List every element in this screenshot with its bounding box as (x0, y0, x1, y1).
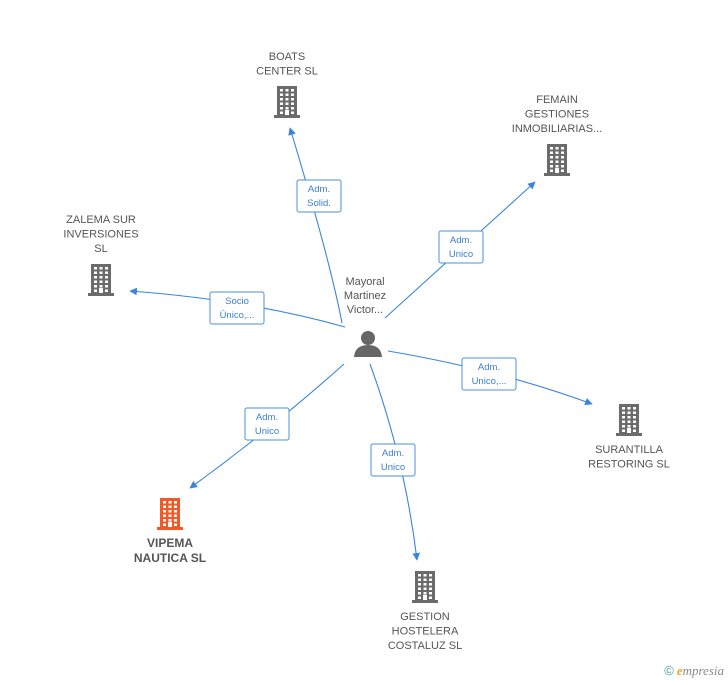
relation-label-gestion[interactable]: Adm. Unico (370, 443, 416, 477)
relation-text: Adm. (256, 412, 278, 423)
person-icon (354, 331, 382, 357)
company-label: BOATS (269, 51, 305, 63)
company-label: INMOBILIARIAS... (512, 123, 602, 135)
building-icon (544, 144, 570, 176)
company-node-boats[interactable]: BOATS CENTER SL (256, 51, 318, 118)
person-label: Mayoral (345, 276, 384, 288)
company-label: SURANTILLA (595, 444, 664, 456)
relation-text: Adm. (308, 184, 330, 195)
relation-box (370, 443, 416, 477)
relation-box (461, 357, 517, 391)
relation-text: Unico,... (472, 376, 507, 387)
edge-to-boats (288, 127, 343, 324)
company-node-zalema[interactable]: ZALEMA SUR INVERSIONES SL (63, 214, 139, 296)
relation-box (209, 291, 265, 325)
company-label: FEMAIN (536, 94, 578, 106)
company-label: NAUTICA SL (134, 551, 206, 565)
relation-label-boats[interactable]: Adm. Solid. (296, 179, 342, 213)
company-label: HOSTELERA (392, 626, 459, 638)
relation-text: Único,... (220, 310, 255, 321)
building-icon (274, 86, 300, 118)
relation-text: Unico (255, 426, 279, 437)
relation-label-femain[interactable]: Adm. Unico (438, 230, 484, 264)
relation-text: Unico (449, 249, 473, 260)
company-label: RESTORING SL (588, 459, 670, 471)
company-label: GESTION (400, 611, 450, 623)
person-label: Victor... (347, 304, 383, 316)
relation-text: Adm. (382, 448, 404, 459)
brand-footer: ©empresia (664, 663, 724, 679)
building-icon (412, 571, 438, 603)
building-icon (157, 498, 183, 530)
company-node-surantilla[interactable]: SURANTILLA RESTORING SL (588, 404, 670, 471)
company-label: SL (94, 243, 107, 255)
relation-box (244, 407, 290, 441)
relation-text: Unico (381, 462, 405, 473)
relation-text: Solid. (307, 198, 331, 209)
relation-text: Socio (225, 296, 249, 307)
building-icon (88, 264, 114, 296)
relation-text: Adm. (478, 362, 500, 373)
relation-box (438, 230, 484, 264)
company-label: COSTALUZ SL (388, 640, 462, 652)
company-label: INVERSIONES (63, 229, 138, 241)
company-label: CENTER SL (256, 66, 318, 78)
relation-label-surantilla[interactable]: Adm. Unico,... (461, 357, 517, 391)
company-label: ZALEMA SUR (66, 214, 136, 226)
brand-logo-initial: e (676, 663, 683, 678)
company-node-gestion[interactable]: GESTION HOSTELERA COSTALUZ SL (388, 571, 462, 652)
relation-text: Adm. (450, 235, 472, 246)
company-label: VIPEMA (147, 536, 193, 550)
copyright-icon: © (664, 663, 674, 678)
relation-box (296, 179, 342, 213)
company-label: GESTIONES (525, 109, 589, 121)
brand-name: mpresia (682, 663, 724, 678)
building-icon (616, 404, 642, 436)
person-label: Martinez (344, 290, 386, 302)
relation-label-vipema[interactable]: Adm. Unico (244, 407, 290, 441)
company-node-femain[interactable]: FEMAIN GESTIONES INMOBILIARIAS... (512, 94, 602, 176)
relation-label-zalema[interactable]: SocioÚnico,... (209, 291, 265, 325)
person-node-center[interactable]: MayoralMartinezVictor... (344, 276, 386, 357)
